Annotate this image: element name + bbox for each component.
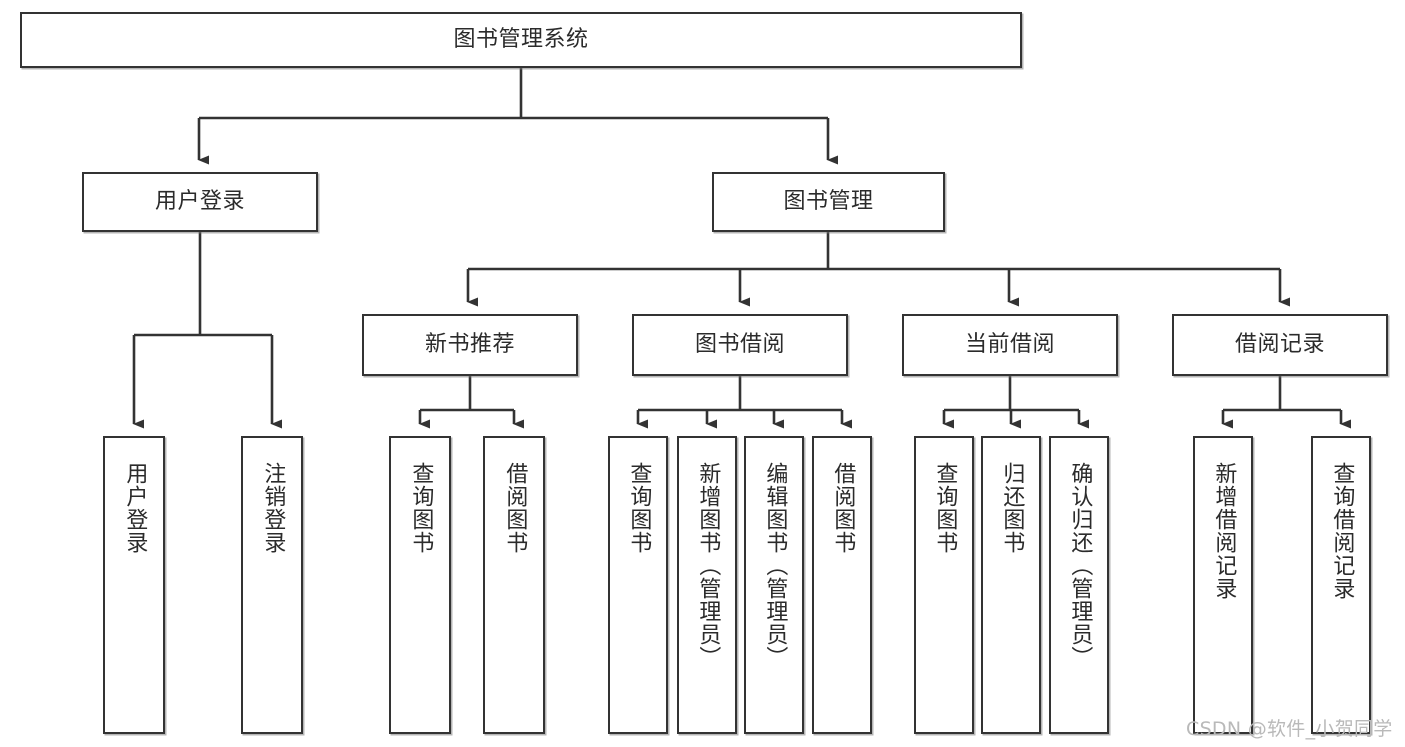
node-book-manage[interactable]: 图书管理 <box>712 172 945 232</box>
leaf-confirm-return[interactable]: 确认归还（管理员） <box>1049 436 1109 734</box>
leaf-edit-book[interactable]: 编辑图书（管理员） <box>744 436 804 734</box>
leaf-add-record[interactable]: 新增借阅记录 <box>1193 436 1253 734</box>
node-label: 查询借阅记录 <box>1329 462 1355 600</box>
node-label: 查询图书 <box>626 462 652 554</box>
leaf-borrow-book[interactable]: 借阅图书 <box>812 436 872 734</box>
node-label: 图书管理 <box>783 188 874 214</box>
node-label: 编辑图书（管理员） <box>762 462 788 669</box>
node-label: 用户登录 <box>122 462 148 554</box>
node-borrow-record[interactable]: 借阅记录 <box>1172 314 1388 376</box>
leaf-query-record[interactable]: 查询借阅记录 <box>1311 436 1371 734</box>
node-label: 查询图书 <box>408 462 434 554</box>
node-book-borrow[interactable]: 图书借阅 <box>632 314 848 376</box>
node-user-login[interactable]: 用户登录 <box>82 172 318 232</box>
node-label: 图书借阅 <box>694 331 785 357</box>
node-new-book-recommend[interactable]: 新书推荐 <box>362 314 578 376</box>
leaf-add-book[interactable]: 新增图书（管理员） <box>677 436 737 734</box>
node-label: 查询图书 <box>932 462 958 554</box>
edge-newbook-to-leaves <box>418 376 524 429</box>
leaf-user-login[interactable]: 用户登录 <box>103 436 165 734</box>
node-label: 借阅图书 <box>830 462 856 554</box>
node-label: 归还图书 <box>999 462 1025 554</box>
leaf-query-book-rec[interactable]: 查询图书 <box>389 436 451 734</box>
leaf-query-book-cur[interactable]: 查询图书 <box>914 436 974 734</box>
node-label: 借阅记录 <box>1234 331 1325 357</box>
edge-root-to-level1 <box>197 68 838 165</box>
edge-borrowrecord-to-leaves <box>1221 376 1351 429</box>
leaf-return-book[interactable]: 归还图书 <box>981 436 1041 734</box>
edge-currentborrow-to-leaves <box>942 376 1089 429</box>
watermark-text: CSDN @软件_小贺同学 <box>1186 718 1393 740</box>
leaf-logout[interactable]: 注销登录 <box>241 436 303 734</box>
node-label: 新增借阅记录 <box>1211 462 1237 600</box>
node-label: 新增图书（管理员） <box>695 462 721 669</box>
node-label: 注销登录 <box>260 462 286 554</box>
node-label: 图书管理系统 <box>453 26 589 52</box>
node-label: 新书推荐 <box>424 331 515 357</box>
edge-bookmanage-to-level2 <box>466 232 1290 307</box>
node-label: 用户登录 <box>154 188 245 214</box>
leaf-query-book-borrow[interactable]: 查询图书 <box>608 436 668 734</box>
leaf-borrow-book-rec[interactable]: 借阅图书 <box>483 436 545 734</box>
node-current-borrow[interactable]: 当前借阅 <box>902 314 1118 376</box>
edge-userlogin-to-leaves <box>132 232 282 429</box>
node-root-book-management-system[interactable]: 图书管理系统 <box>20 12 1022 68</box>
node-label: 当前借阅 <box>964 331 1055 357</box>
edge-bookborrow-to-leaves <box>636 376 852 429</box>
node-label: 确认归还（管理员） <box>1067 462 1093 669</box>
node-label: 借阅图书 <box>502 462 528 554</box>
